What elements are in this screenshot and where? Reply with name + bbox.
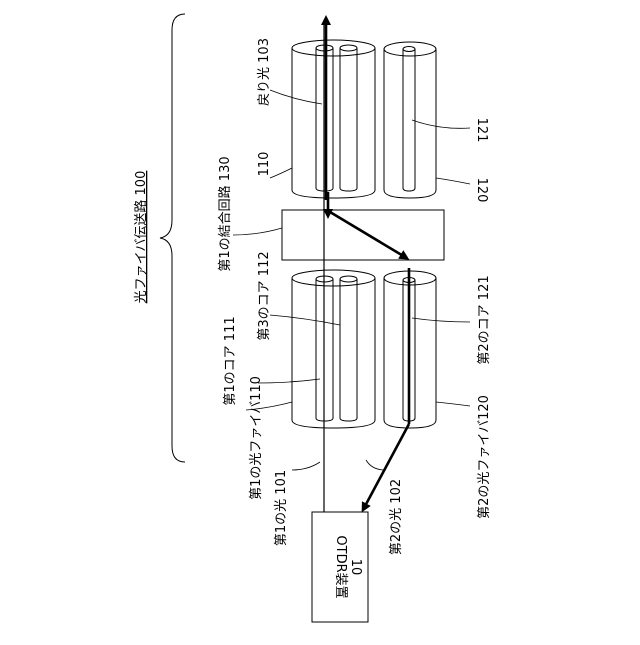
- lower-third-core: [340, 279, 357, 421]
- otdr-number: 10: [348, 559, 363, 576]
- label-second-fiber: 第2の光ファイバ120: [477, 395, 492, 519]
- label-first-core: 第1のコア 111: [223, 316, 238, 405]
- label-path: 光ファイバ伝送路 100: [133, 171, 149, 304]
- label-third-core: 第3のコア 112: [257, 251, 272, 340]
- label-return-light: 戻り光 103: [257, 38, 272, 106]
- label-second-light: 第2の光 102: [389, 479, 404, 555]
- label-first-light: 第1の光 101: [274, 470, 289, 546]
- label-121-top: 121: [474, 118, 489, 143]
- label-coupler: 第1の結合回路 130: [217, 156, 233, 271]
- coupler-box: [282, 210, 444, 260]
- otdr-label: OTDR装置: [333, 535, 348, 598]
- label-second-core: 第2のコア 121: [477, 275, 492, 364]
- label-120-top: 120: [474, 178, 489, 203]
- label-first-fiber: 第1の光ファイバ110: [249, 376, 264, 500]
- group-brace: [160, 14, 185, 462]
- upper-third-core: [340, 48, 357, 191]
- label-110: 110: [257, 152, 272, 177]
- upper-second-fiber: [384, 42, 436, 198]
- upper-first-fiber: [292, 40, 375, 198]
- lower-first-fiber: [292, 270, 375, 428]
